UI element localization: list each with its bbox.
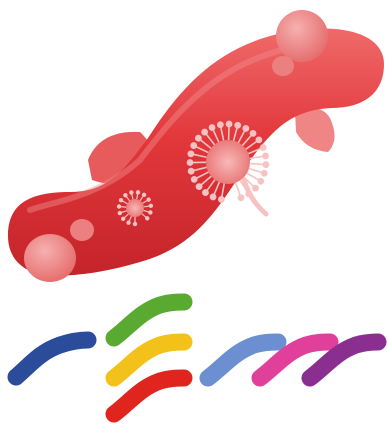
large-receptor-spoke-tip: [209, 125, 214, 130]
large-receptor-spoke-tip: [218, 122, 223, 127]
large-receptor-spoke-tip: [263, 153, 268, 158]
small-receptor-spoke-tip: [122, 217, 125, 220]
small-receptor-spoke-tip: [142, 193, 145, 196]
large-receptor-spoke-tip: [210, 194, 215, 199]
large-receptor-spoke-tip: [263, 162, 268, 167]
large-receptor-spoke-tip: [226, 121, 231, 126]
large-receptor-spoke-tip: [219, 197, 224, 202]
large-receptor-spoke-tip: [258, 179, 263, 184]
green-worm-swatch: [114, 302, 184, 338]
large-receptor-spoke-tip: [253, 186, 258, 191]
small-receptor-spoke-tip: [117, 205, 120, 208]
small-receptor-spoke-tip: [119, 199, 122, 202]
large-receptor-spoke-tip: [261, 145, 266, 150]
large-receptor-spoke-tip: [189, 169, 194, 174]
small-receptor-spoke-tip: [149, 204, 152, 207]
large-receptor-spoke-tip: [188, 151, 193, 156]
small-receptor-spoke-tip: [118, 211, 121, 214]
large-receptor-spoke-tip: [238, 195, 243, 200]
large-receptor-spoke-tip: [192, 177, 197, 182]
large-receptor-spoke-tip: [191, 143, 196, 148]
blue-worm-swatch: [16, 340, 88, 377]
small-receptor-spoke-tip: [127, 221, 130, 224]
large-receptor-spoke-tip: [202, 129, 207, 134]
large-receptor-spoke-tip: [196, 136, 201, 141]
small-receptor-spoke-tip: [146, 217, 149, 220]
large-receptor-spoke-tip: [196, 184, 201, 189]
small-receptor-spoke-tip: [149, 211, 152, 214]
large-receptor-spoke-tip: [243, 126, 248, 131]
color-swatches: [16, 302, 378, 414]
red-worm-swatch: [114, 378, 184, 414]
small-receptor-spoke-tip: [130, 191, 133, 194]
large-receptor-spoke-tip: [235, 123, 240, 128]
small-receptor-spoke-tip: [136, 191, 139, 194]
small-receptor-spoke-tip: [124, 194, 127, 197]
right-side-bump: [295, 108, 335, 152]
large-receptor-spoke-tip: [250, 131, 255, 136]
small-receptor-spoke-tip: [133, 222, 136, 225]
small-receptor-spoke-tip: [147, 198, 150, 201]
large-receptor-spoke-tip: [256, 137, 261, 142]
large-receptor-spoke-tip: [187, 160, 192, 165]
large-receptor-spoke-tip: [262, 171, 267, 176]
large-receptor-spoke-tip: [203, 190, 208, 195]
